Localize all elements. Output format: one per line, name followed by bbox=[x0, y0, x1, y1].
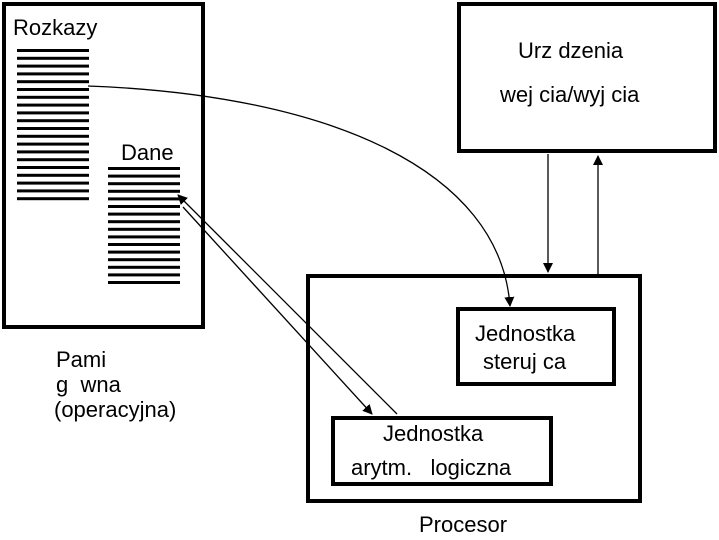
io-devices-box bbox=[457, 2, 717, 153]
alu-label-line1: Jednostka bbox=[383, 421, 484, 446]
alu-to-data-arrow bbox=[177, 194, 398, 415]
instruction-stripe bbox=[17, 134, 89, 138]
control-unit-label-line1: Jednostka bbox=[475, 321, 576, 346]
instruction-stripe bbox=[17, 80, 89, 84]
instruction-stripe bbox=[17, 166, 89, 169]
instruction-stripe bbox=[17, 56, 89, 60]
instruction-stripe bbox=[17, 64, 89, 68]
instruction-stripe bbox=[17, 158, 89, 162]
data-stripe bbox=[108, 258, 180, 262]
io-label-line1: Urz dzenia bbox=[518, 38, 624, 63]
data-stripe bbox=[108, 250, 180, 254]
instruction-stripe bbox=[17, 103, 89, 107]
instruction-stripe bbox=[17, 150, 89, 154]
instruction-stripe bbox=[17, 173, 89, 177]
data-stripe bbox=[108, 265, 180, 269]
io-label-line2: wej cia/wyj cia bbox=[500, 82, 640, 107]
instruction-stripe bbox=[17, 189, 89, 193]
memory-caption-line1: Pami bbox=[56, 347, 107, 372]
data-stripe bbox=[108, 174, 180, 178]
data-stripe bbox=[108, 197, 180, 201]
instruction-stripe bbox=[17, 127, 89, 130]
instruction-stripe bbox=[17, 142, 89, 146]
memory-caption-line2: g wna bbox=[56, 372, 121, 397]
data-stripe bbox=[108, 212, 180, 216]
data-stripe bbox=[108, 220, 180, 224]
data-stripe bbox=[108, 243, 180, 246]
rozkazy-label: Rozkazy bbox=[13, 15, 98, 40]
data-to-alu-arrow bbox=[182, 206, 373, 415]
memory-box bbox=[2, 2, 205, 329]
data-stripe bbox=[108, 182, 180, 186]
data-stripes bbox=[108, 167, 180, 284]
instruction-stripe bbox=[17, 72, 89, 76]
instruction-stripe bbox=[17, 119, 89, 123]
data-stripe bbox=[108, 273, 180, 277]
data-stripe bbox=[108, 227, 180, 231]
alu-label-line2: arytm. logiczna bbox=[351, 455, 512, 480]
instruction-stripe bbox=[17, 181, 89, 185]
control-unit-box bbox=[456, 307, 616, 386]
instruction-stripe bbox=[17, 95, 89, 99]
control-unit-label-line2: steruj ca bbox=[483, 349, 567, 374]
data-stripe bbox=[108, 281, 180, 284]
instruction-stripe bbox=[17, 197, 89, 201]
data-stripe bbox=[108, 205, 180, 208]
processor-label: Procesor bbox=[419, 512, 508, 537]
instruction-stripe bbox=[17, 49, 89, 52]
instruction-stripe bbox=[17, 88, 89, 91]
memory-caption-line3: (operacyjna) bbox=[54, 397, 177, 422]
data-stripe bbox=[108, 235, 180, 239]
instructions-to-control-arrow bbox=[87, 85, 515, 307]
data-stripe bbox=[108, 189, 180, 193]
instruction-stripes bbox=[17, 49, 89, 201]
data-stripe bbox=[108, 167, 180, 170]
alu-box bbox=[331, 416, 553, 486]
dane-label: Dane bbox=[121, 140, 174, 165]
instruction-stripe bbox=[17, 111, 89, 115]
